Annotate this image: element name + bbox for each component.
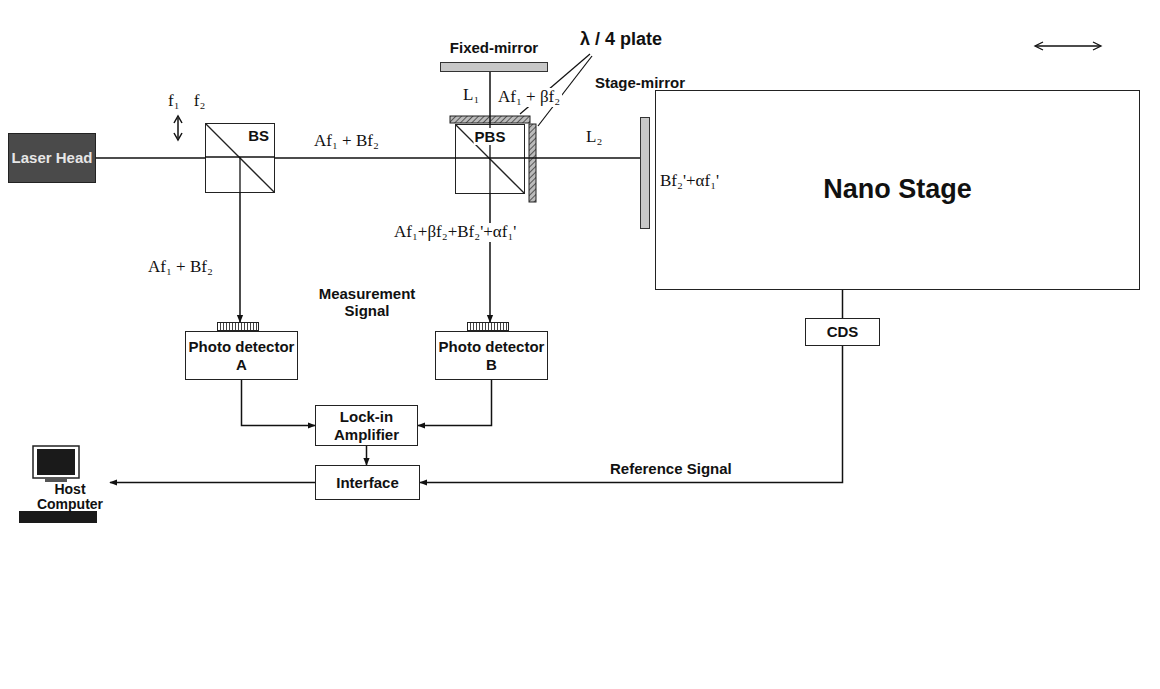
beam-splitter: BS xyxy=(205,123,275,193)
signal-label: L₂ xyxy=(584,128,604,147)
signal-label: Af₁ + βf₂ xyxy=(496,88,562,107)
detector-window xyxy=(467,322,509,331)
lock-in-amplifier: Lock-in Amplifier xyxy=(315,405,418,446)
polarisation-arrow xyxy=(177,118,179,138)
node-label: Photo detector A xyxy=(186,338,297,373)
node-label: PBS xyxy=(474,128,507,145)
signal-label: L₁ xyxy=(461,86,481,105)
fixed-mirror: Fixed-mirror xyxy=(440,62,548,72)
beam-path xyxy=(96,157,205,159)
node-label: Host Computer xyxy=(35,482,105,511)
beam-path xyxy=(489,72,491,124)
photo-detector: Photo detector B xyxy=(435,322,548,380)
node-label: BS xyxy=(247,127,270,144)
node-label: Nano Stage xyxy=(823,174,972,205)
cds-box: CDS xyxy=(805,318,880,346)
motion-arrow xyxy=(1036,45,1100,46)
photo-detector: Photo detector A xyxy=(185,322,298,380)
signal-arrow xyxy=(366,446,368,465)
polarizing-beam-splitter: PBS xyxy=(455,124,525,194)
signal-label: f₁ f₂ xyxy=(166,92,207,111)
node-label: Photo detector B xyxy=(436,338,547,373)
node-label: Laser Head xyxy=(12,149,93,166)
node-label: Interface xyxy=(336,474,399,491)
signal-label: Bf₂'+αf₁' xyxy=(658,172,721,191)
beam-path xyxy=(525,157,640,159)
node-label: Lock-in Amplifier xyxy=(316,408,417,443)
interface-box: Interface xyxy=(315,465,420,500)
detector-window xyxy=(217,322,259,331)
signal-label: Af₁ + Bf₂ xyxy=(312,132,381,151)
detector-body: Photo detector B xyxy=(435,331,548,380)
stage-mirror: Stage-mirror xyxy=(640,117,650,229)
beam-path xyxy=(275,157,455,159)
node-label: CDS xyxy=(827,323,859,340)
node-label: Fixed-mirror xyxy=(450,39,538,56)
signal-label: Af₁+βf₂+Bf₂'+αf₁' xyxy=(392,223,518,242)
laser-head: Laser Head xyxy=(8,133,96,183)
nano-stage: Nano Stage xyxy=(655,90,1140,290)
signal-arrow xyxy=(110,482,315,484)
signal-arrow xyxy=(418,380,492,426)
node-label: Stage-mirror xyxy=(595,74,685,91)
detector-body: Photo detector A xyxy=(185,331,298,380)
host-computer: Host Computer xyxy=(15,445,110,525)
callout-label: λ / 4 plate xyxy=(578,30,664,50)
callout-label: Measurement Signal xyxy=(300,286,434,319)
quarter-wave-plate xyxy=(529,124,536,202)
signal-label: Af₁ + Bf₂ xyxy=(146,258,215,277)
beam-path xyxy=(842,290,844,318)
edge-label: Reference Signal xyxy=(608,461,734,478)
signal-arrow xyxy=(489,194,491,322)
signal-arrow xyxy=(239,193,241,322)
signal-arrow xyxy=(242,380,316,426)
